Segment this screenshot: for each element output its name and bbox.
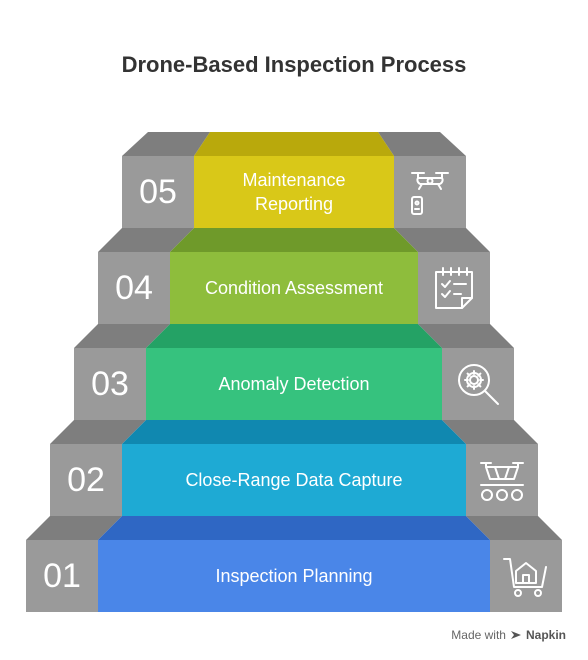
made-with-text: Made with — [451, 628, 506, 642]
footer: Made with Napkin — [451, 628, 566, 642]
step-3-center-riser — [146, 348, 442, 420]
step-5-center-riser — [194, 156, 394, 228]
step-2 — [50, 420, 538, 516]
step-4 — [98, 228, 490, 324]
step-2-right-tread — [442, 420, 538, 444]
step-4-left-tread — [98, 228, 194, 252]
step-5 — [122, 132, 466, 228]
step-1-right-tread — [466, 516, 562, 540]
step-1-center-tread — [98, 516, 490, 540]
step-3-number: 03 — [91, 365, 129, 403]
step-1-center-riser — [98, 540, 490, 612]
step-5-left-tread — [122, 132, 210, 156]
step-4-left-riser — [98, 252, 170, 324]
napkin-logo-icon — [510, 631, 521, 639]
step-2-label: Close-Range Data Capture — [185, 470, 403, 490]
step-4-right-tread — [394, 228, 490, 252]
step-2-number: 02 — [67, 461, 105, 499]
step-3-left-riser — [74, 348, 146, 420]
step-3-right-tread — [418, 324, 514, 348]
step-3-center-tread — [146, 324, 442, 348]
step-1-left-riser — [26, 540, 98, 612]
step-2-left-tread — [50, 420, 146, 444]
step-4-right-riser — [418, 252, 490, 324]
drone-remote-icon — [394, 156, 466, 228]
napkin-brand[interactable]: Napkin — [525, 628, 566, 642]
house-cart-icon — [490, 540, 562, 612]
step-5-right-tread — [378, 132, 466, 156]
step-1-left-tread — [26, 516, 122, 540]
step-4-center-riser — [170, 252, 418, 324]
step-2-left-riser — [50, 444, 122, 516]
magnifier-gear-icon — [442, 348, 514, 420]
step-5-number: 05 — [139, 173, 177, 211]
step-2-center-riser — [122, 444, 466, 516]
checklist-calendar-icon — [418, 252, 490, 324]
step-5-left-riser — [122, 156, 194, 228]
step-5-label: Maintenance Reporting — [242, 170, 346, 214]
step-3-label: Anomaly Detection — [218, 374, 370, 394]
step-5-right-riser — [394, 156, 466, 228]
step-3 — [74, 324, 514, 420]
step-4-center-tread — [170, 228, 418, 252]
step-4-label: Condition Assessment — [204, 278, 384, 298]
drone-vehicle-icon — [466, 444, 538, 516]
step-3-left-tread — [74, 324, 170, 348]
step-5-center-tread — [194, 132, 394, 156]
step-1-label: Inspection Planning — [215, 566, 373, 586]
page-title: Drone-Based Inspection Process — [121, 52, 467, 77]
step-1 — [26, 516, 562, 612]
step-4-number: 04 — [115, 269, 153, 307]
step-1-number: 01 — [43, 557, 81, 595]
step-2-center-tread — [122, 420, 466, 444]
